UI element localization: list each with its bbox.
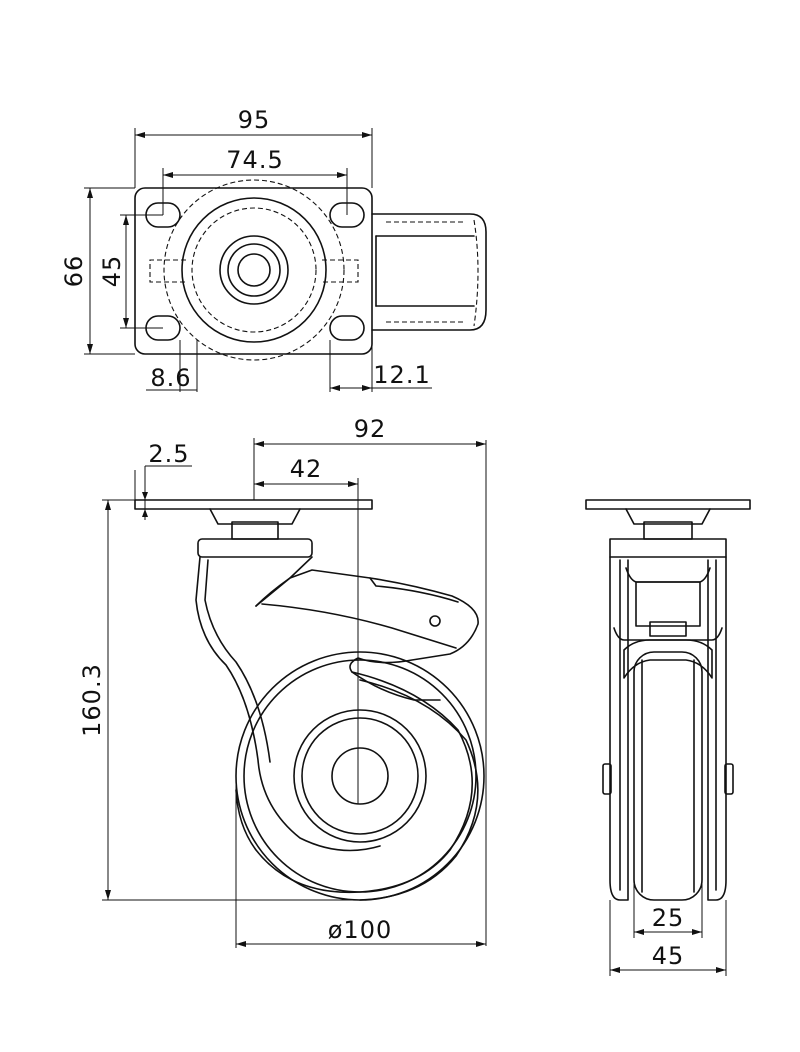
brake-lever — [255, 569, 479, 701]
fork-inner-edge — [204, 559, 271, 763]
kingpin-hole — [237, 253, 271, 287]
dim-brake-offset: 12.1 — [373, 361, 430, 389]
swivel-collar — [197, 538, 313, 558]
side-brake-skirt — [613, 627, 723, 641]
side-swivel-bearing — [625, 508, 711, 525]
side-tab-right — [322, 259, 359, 283]
swivel-outer — [181, 197, 327, 343]
dim-plate-depth: 66 — [60, 255, 88, 288]
fork-body — [195, 556, 381, 852]
side-fork-left — [609, 556, 629, 901]
wheel-rim — [293, 709, 427, 843]
wheel-outer — [235, 651, 485, 901]
brake-pivot — [429, 615, 441, 627]
mounting-plate-front — [134, 499, 373, 510]
dim-plate-thickness: 2.5 — [148, 440, 189, 468]
side-view-dimensions: 25 45 — [609, 880, 727, 976]
dim-plate-width: 95 — [238, 106, 271, 134]
dim-hole-spacing-x: 74.5 — [226, 146, 283, 174]
top-view — [134, 179, 487, 361]
side-fork-right — [707, 556, 727, 901]
dim-hole-spacing-y: 45 — [98, 255, 126, 288]
dim-overall-length: 92 — [354, 415, 387, 443]
mounting-plate-top — [134, 187, 373, 355]
brake-lever-lower — [261, 603, 457, 649]
dim-wheel-diameter: ø100 — [328, 916, 393, 944]
swivel-outer-dashed — [163, 179, 345, 361]
dim-offset: 42 — [290, 455, 323, 483]
side-fork-bridge — [623, 639, 713, 679]
dim-tread-width: 25 — [652, 904, 685, 932]
wheel-tread — [243, 659, 477, 893]
dim-hole-slot: 8.6 — [150, 364, 191, 392]
side-brake-pad — [649, 621, 687, 637]
front-view — [134, 478, 485, 901]
mounting-plate-side — [585, 499, 751, 510]
dim-wheel-width: 45 — [652, 942, 685, 970]
fork-arm-curve — [235, 671, 473, 894]
brake-lever-rim — [369, 577, 459, 603]
side-swivel-collar — [609, 538, 727, 558]
side-brake-body — [635, 581, 701, 627]
front-view-dimensions: 92 42 2.5 160.3 ø100 — [78, 415, 487, 948]
brake-dashed-edges — [386, 221, 466, 323]
wheel-hub-outer — [301, 717, 419, 835]
fork-arm-outer — [359, 679, 479, 901]
kingpin-inner — [227, 243, 281, 297]
wheel-hub — [331, 747, 389, 805]
swivel-ring-dashed — [191, 207, 317, 333]
kingpin-ring — [219, 235, 289, 305]
axle-cap-left — [602, 763, 612, 795]
side-brake-top — [625, 567, 711, 583]
bolt-slot-bottom-right — [329, 315, 365, 341]
swivel-bearing — [209, 508, 301, 525]
top-view-dimensions: 95 74.5 66 45 8.6 12.1 — [60, 106, 432, 392]
side-fork-inner-lines — [619, 559, 717, 891]
brake-housing-top — [371, 213, 487, 331]
brake-curve-dashed — [473, 219, 479, 327]
side-view — [585, 499, 751, 901]
dim-overall-height: 160.3 — [78, 663, 106, 737]
axle-cap-right — [724, 763, 734, 795]
side-wheel — [633, 651, 703, 901]
side-tab-left — [149, 259, 186, 283]
